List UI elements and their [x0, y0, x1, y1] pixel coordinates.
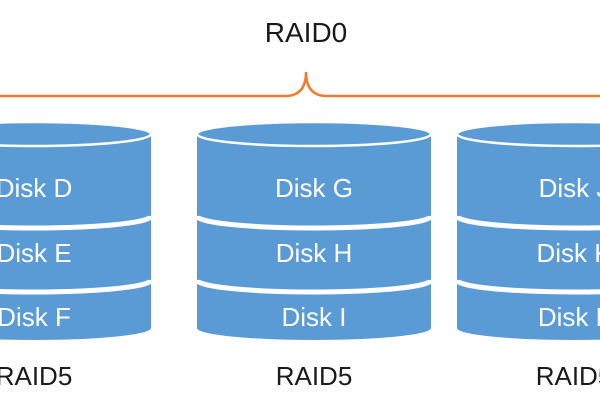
disk-top: [195, 120, 433, 148]
disk-label: Disk K: [536, 238, 600, 268]
raid0-label: RAID0: [265, 17, 347, 48]
disk-label: Disk E: [0, 238, 72, 268]
disk-body: [197, 122, 431, 340]
disk-label: Disk D: [0, 173, 72, 203]
disk-divider: [0, 279, 154, 295]
disk-cylinder: [454, 120, 600, 340]
disk-divider: [0, 215, 154, 231]
disk-divider: [454, 215, 600, 231]
raid5-group-3: Disk J Disk K Disk L RAID5: [454, 120, 600, 391]
disk-body: [0, 122, 151, 340]
disk-label: Disk F: [0, 302, 71, 332]
disk-top: [0, 120, 153, 148]
raid5-label: RAID5: [276, 361, 353, 391]
disk-body: [457, 122, 600, 340]
disk-label: Disk J: [539, 173, 600, 203]
disk-divider: [454, 279, 600, 295]
disk-divider: [194, 279, 434, 295]
disk-cylinder: [0, 120, 154, 340]
disk-label: Disk H: [276, 238, 353, 268]
disk-label: Disk I: [282, 302, 347, 332]
disk-label: Disk L: [538, 302, 600, 332]
disk-label: Disk G: [275, 173, 353, 203]
raid5-group-1: Disk D Disk E Disk F RAID5: [0, 120, 154, 391]
raid5-group-2: Disk G Disk H Disk I RAID5: [194, 120, 434, 391]
disk-cylinder: [194, 120, 434, 340]
raid5-label: RAID5: [0, 361, 72, 391]
disk-top: [455, 120, 600, 148]
disk-divider: [194, 215, 434, 231]
raid5-label: RAID5: [536, 361, 600, 391]
raid0-bracket: [0, 71, 600, 98]
